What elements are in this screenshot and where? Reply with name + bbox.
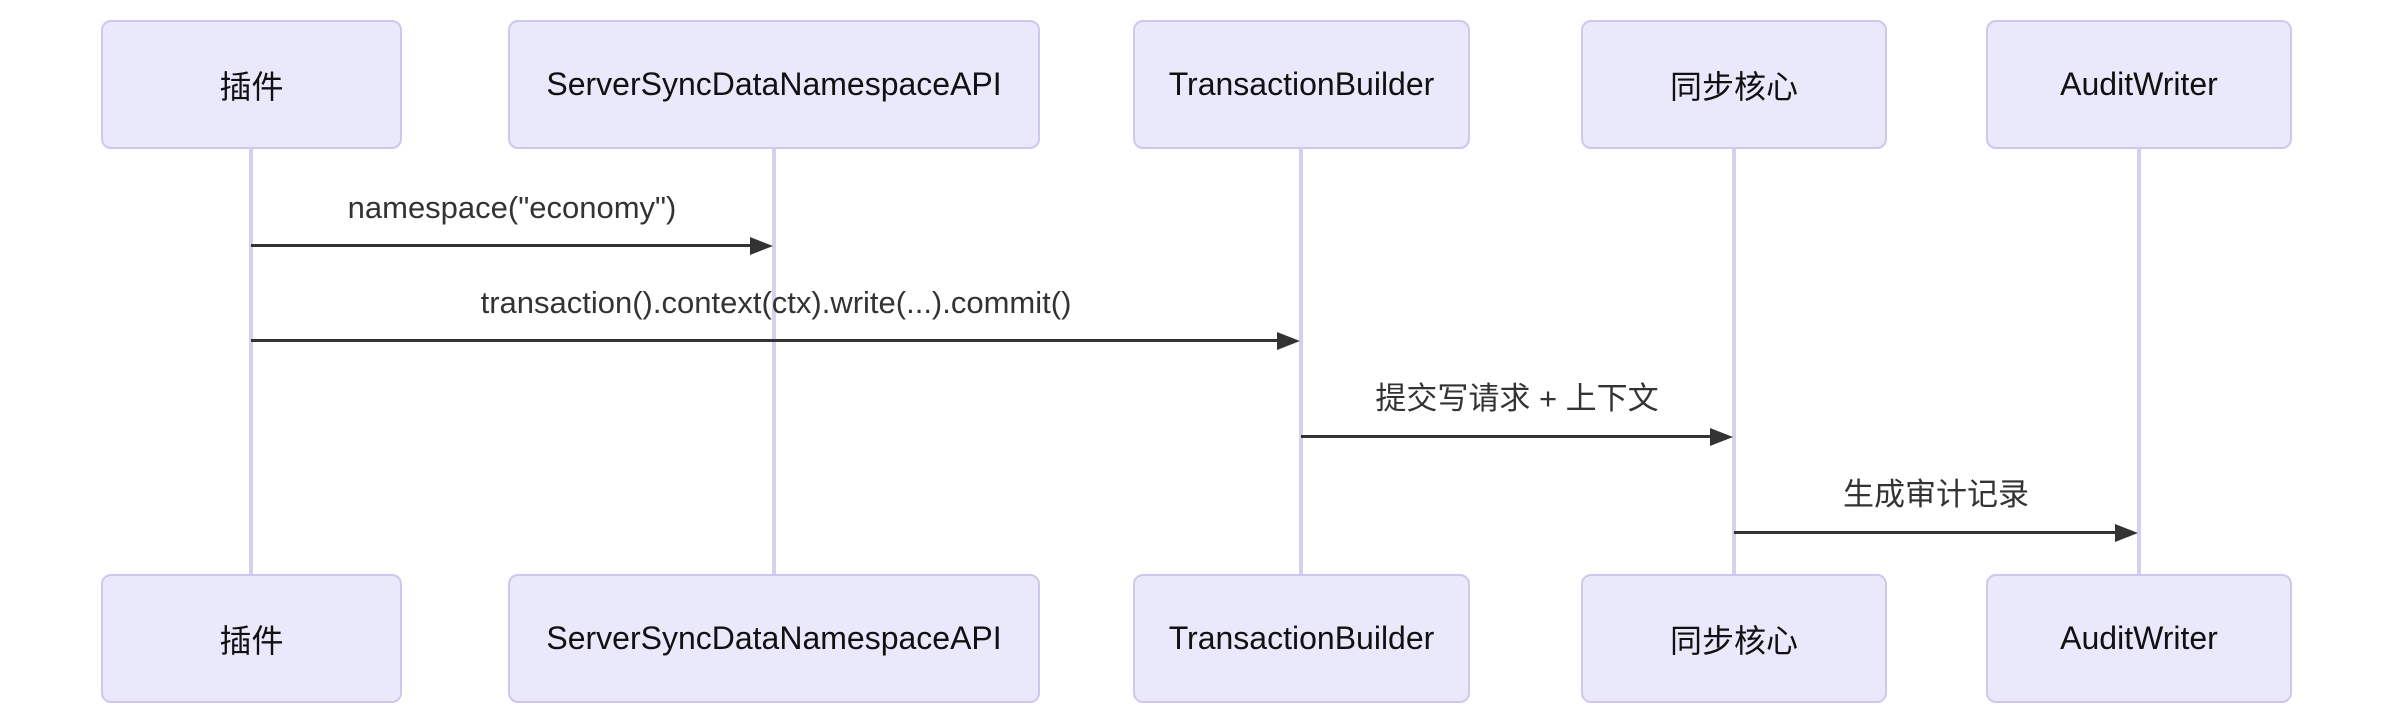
arrowhead-icon [750,237,773,255]
actor-top-transaction-builder: TransactionBuilder [1133,20,1470,149]
message-arrow-4 [1734,531,2117,534]
actor-label: 插件 [219,68,284,105]
actor-bottom-audit-writer: AuditWriter [1986,574,2292,703]
actor-bottom-plugin: 插件 [101,574,402,703]
lifeline-server-sync-api [772,149,776,574]
arrowhead-icon [1277,332,1300,350]
lifeline-audit-writer [2137,149,2141,574]
message-label-2: transaction().context(ctx).write(...).co… [480,285,1072,320]
actor-top-plugin: 插件 [101,20,402,149]
actor-top-server-sync-api: ServerSyncDataNamespaceAPI [508,20,1040,149]
message-arrow-2 [251,339,1279,342]
actor-label: AuditWriter [2060,66,2218,102]
actor-label: AuditWriter [2060,620,2218,656]
actor-label: ServerSyncDataNamespaceAPI [546,620,1002,656]
message-arrow-3 [1301,435,1712,438]
actor-label: TransactionBuilder [1168,620,1435,656]
actor-bottom-server-sync-api: ServerSyncDataNamespaceAPI [508,574,1040,703]
lifeline-plugin [249,149,253,574]
actor-bottom-transaction-builder: TransactionBuilder [1133,574,1470,703]
actor-label: TransactionBuilder [1168,66,1435,102]
message-label-1: namespace("economy") [347,190,677,225]
message-arrow-1 [251,244,752,247]
actor-top-sync-core: 同步核心 [1581,20,1887,149]
actor-top-audit-writer: AuditWriter [1986,20,2292,149]
lifeline-transaction-builder [1299,149,1303,574]
actor-label: ServerSyncDataNamespaceAPI [546,66,1002,102]
message-label-3: 提交写请求 + 上下文 [1375,381,1659,416]
arrowhead-icon [2115,524,2138,542]
actor-bottom-sync-core: 同步核心 [1581,574,1887,703]
arrowhead-icon [1710,428,1733,446]
actor-label: 同步核心 [1669,68,1798,105]
actor-label: 同步核心 [1669,622,1798,659]
actor-label: 插件 [219,622,284,659]
lifeline-sync-core [1732,149,1736,574]
message-label-4: 生成审计记录 [1843,477,2029,512]
